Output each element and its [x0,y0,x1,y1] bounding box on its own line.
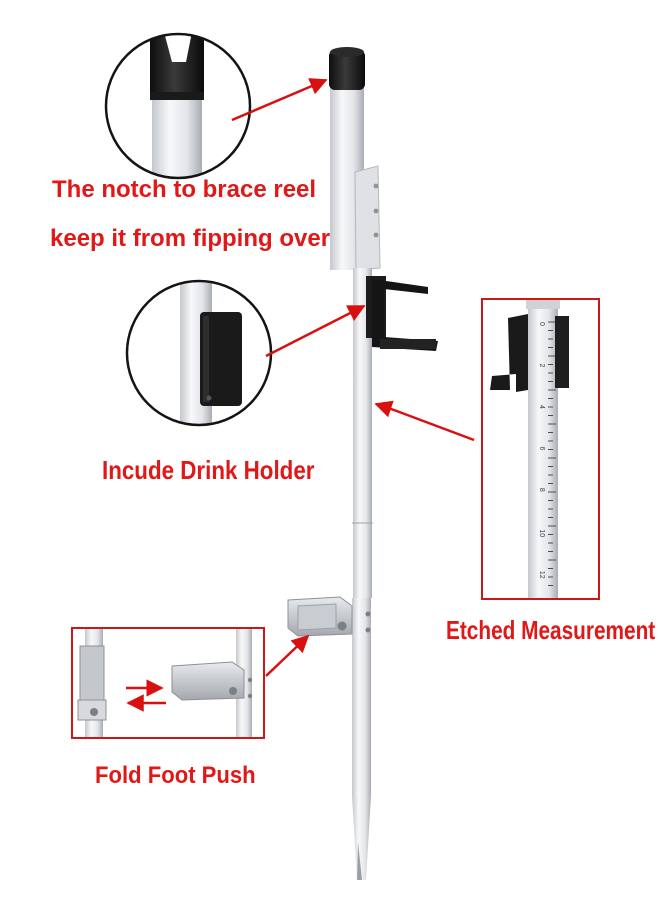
arrow-to-pole-scale [374,400,475,442]
notch-caption-line-2: keep it from fipping over [50,225,331,252]
arrow-to-drink-holder [265,304,366,358]
ruler-number: 2 [538,363,545,367]
arrow-to-notch [231,78,328,122]
pointer-arrows [231,78,475,677]
rod-holder-pole [329,47,381,880]
reel-brace-plate [354,165,381,271]
arrow-to-foot-pedal [265,634,310,677]
notch-caption-line-1: The notch to brace reel [52,176,317,203]
ruler-number: 8 [538,488,545,492]
fold-foot-pedal [287,596,371,637]
lower-tube [353,268,372,598]
ruler-number: 4 [538,405,545,409]
ruler-number: 0 [538,322,545,326]
drink-holder-detail-circle [125,279,273,427]
ground-spike [352,796,371,880]
etched-measurement-caption: Etched Measurement [446,615,656,645]
drink-holder-caption: Incude Drink Holder [102,455,315,485]
ruler-number: 10 [538,529,545,537]
ruler-number: 6 [538,446,545,450]
top-cap [329,50,365,90]
fold-foot-detail [71,627,265,739]
ruler-labels: 0 2 4 6 8 10 12 [538,322,545,579]
fold-foot-caption: Fold Foot Push [95,762,256,789]
notch-detail-circle [104,32,252,180]
ruler-number: 12 [538,571,545,579]
etched-measurement-detail: 0 2 4 6 8 10 12 [481,298,600,600]
ruler-ticks [548,321,556,586]
drink-holder-bracket [366,276,438,351]
